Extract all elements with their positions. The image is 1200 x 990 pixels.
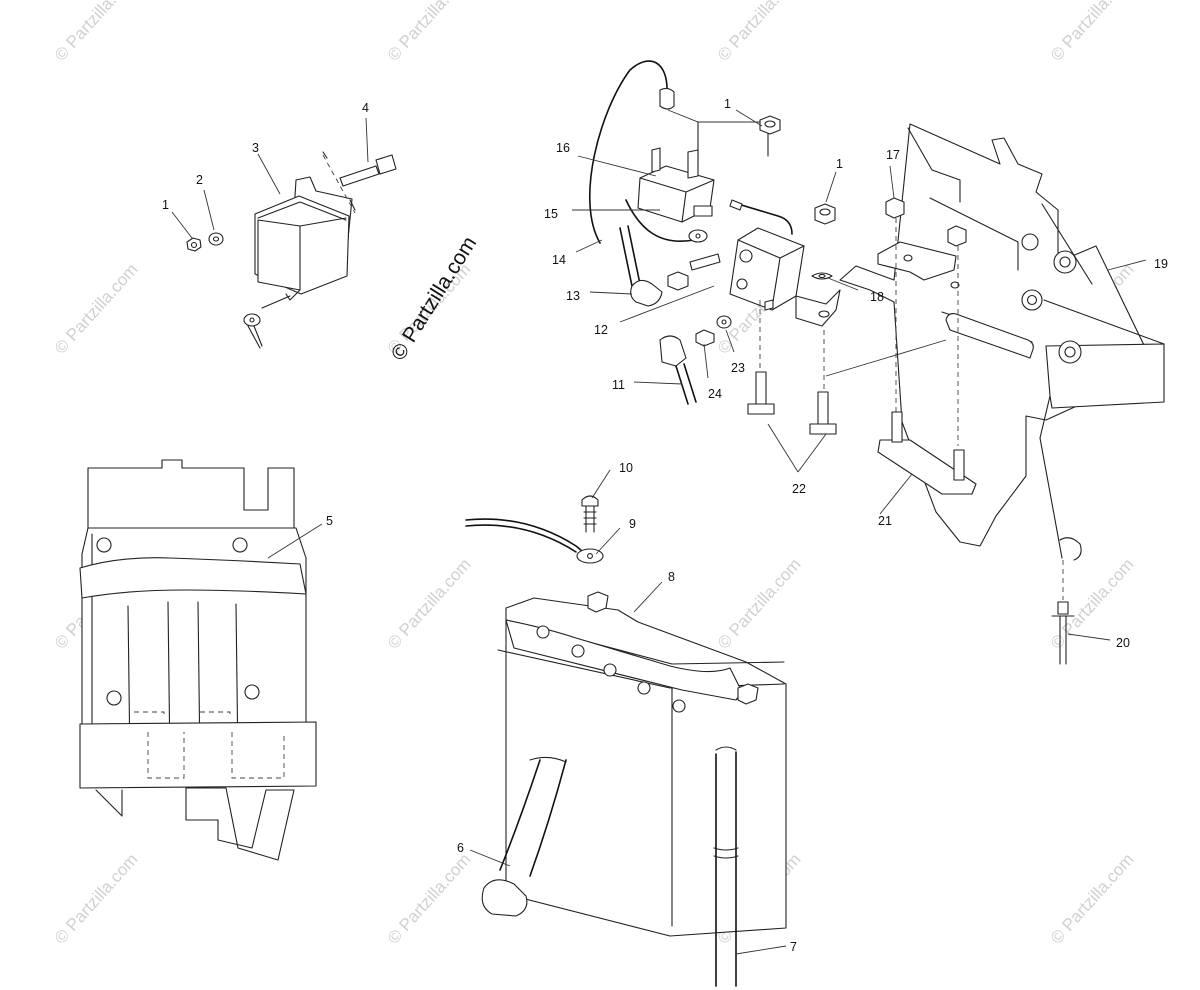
battery-bracket-assembly (839, 123, 1165, 665)
callout-14-wire: 14 (552, 253, 566, 267)
callout-11-cable: 11 (612, 378, 625, 392)
part-10-screw (581, 495, 599, 507)
watermark-text: © Partzilla.com (384, 0, 475, 65)
wire-15 (625, 199, 695, 242)
part-17-nut (885, 197, 905, 219)
callout-5-battery-box: 5 (326, 514, 333, 528)
watermark-text: © Partzilla.com (51, 260, 142, 358)
cable-9 (465, 518, 589, 557)
callout-7-cable: 7 (790, 940, 797, 954)
part-2-washer (208, 232, 224, 246)
cable-6 (499, 759, 567, 877)
watermark-text: © Partzilla.com (1047, 0, 1138, 65)
battery-part-8 (465, 495, 787, 987)
watermark-text: © Partzilla.com (384, 850, 475, 948)
wire-14 (588, 60, 668, 244)
watermark-text: © Partzilla.com (714, 0, 805, 65)
callout-20-rivet: 20 (1116, 636, 1130, 650)
callout-21-plate: 21 (878, 514, 892, 528)
partzilla-center-watermark: © Partzilla.com (387, 232, 481, 364)
part-23-washer (716, 315, 732, 329)
callout-labels: 1 2 3 4 1 16 15 14 13 12 11 24 23 18 1 1… (162, 97, 1168, 954)
leader-lines (171, 109, 1147, 955)
callout-22-bolts: 22 (792, 482, 806, 496)
callout-12-terminal: 12 (594, 323, 608, 337)
part-16-connector (637, 147, 715, 223)
callout-2-washer: 2 (196, 173, 203, 187)
callout-1-regulator-nut: 1 (162, 198, 169, 212)
callout-15-wire: 15 (544, 207, 558, 221)
part-11-cable-boot (659, 335, 687, 367)
part-22-bolts (747, 300, 837, 435)
callout-1-upper-nut: 1 (724, 97, 731, 111)
callout-17-nut: 17 (886, 148, 900, 162)
part-24-nut (695, 329, 715, 347)
watermark-text: © Partzilla.com (51, 0, 142, 65)
part-18-bracket (795, 289, 841, 327)
callout-3-regulator: 3 (252, 141, 259, 155)
connector-16-plug (659, 87, 675, 110)
part-solenoid-body (729, 227, 805, 311)
voltage-regulator-assembly (186, 151, 397, 349)
part-4-bolt (322, 151, 397, 214)
watermark-text: © Partzilla.com (51, 850, 142, 948)
callout-18-bracket: 18 (870, 290, 884, 304)
callout-4-bolt: 4 (362, 101, 369, 115)
callout-13-terminal: 13 (566, 289, 580, 303)
watermark-text: © Partzilla.com (1047, 850, 1138, 948)
callout-23-washer: 23 (731, 361, 745, 375)
solenoid-assembly (588, 60, 841, 435)
ring-terminal (243, 295, 291, 349)
callout-9-cable: 9 (629, 517, 636, 531)
callout-19-bracket: 19 (1154, 257, 1168, 271)
callout-8-battery: 8 (668, 570, 675, 584)
cable-7 (715, 751, 737, 987)
part-13-terminal (630, 279, 663, 307)
part-21-plate (877, 439, 977, 495)
callout-24-nut: 24 (708, 387, 722, 401)
callout-6-cable: 6 (457, 841, 464, 855)
part-3-regulator (254, 176, 353, 301)
part-1-nut-right (814, 203, 836, 225)
part-1-nut (186, 237, 202, 252)
callout-16-connector: 16 (556, 141, 570, 155)
watermark-text: © Partzilla.com (714, 555, 805, 653)
part-1-nut-upper (759, 115, 781, 135)
part-20-rivet (1057, 601, 1069, 615)
watermark-text: © Partzilla.com (384, 555, 475, 653)
callout-10-screw: 10 (619, 461, 633, 475)
battery-box-part-5 (79, 459, 317, 861)
callout-1-right-nut: 1 (836, 157, 843, 171)
